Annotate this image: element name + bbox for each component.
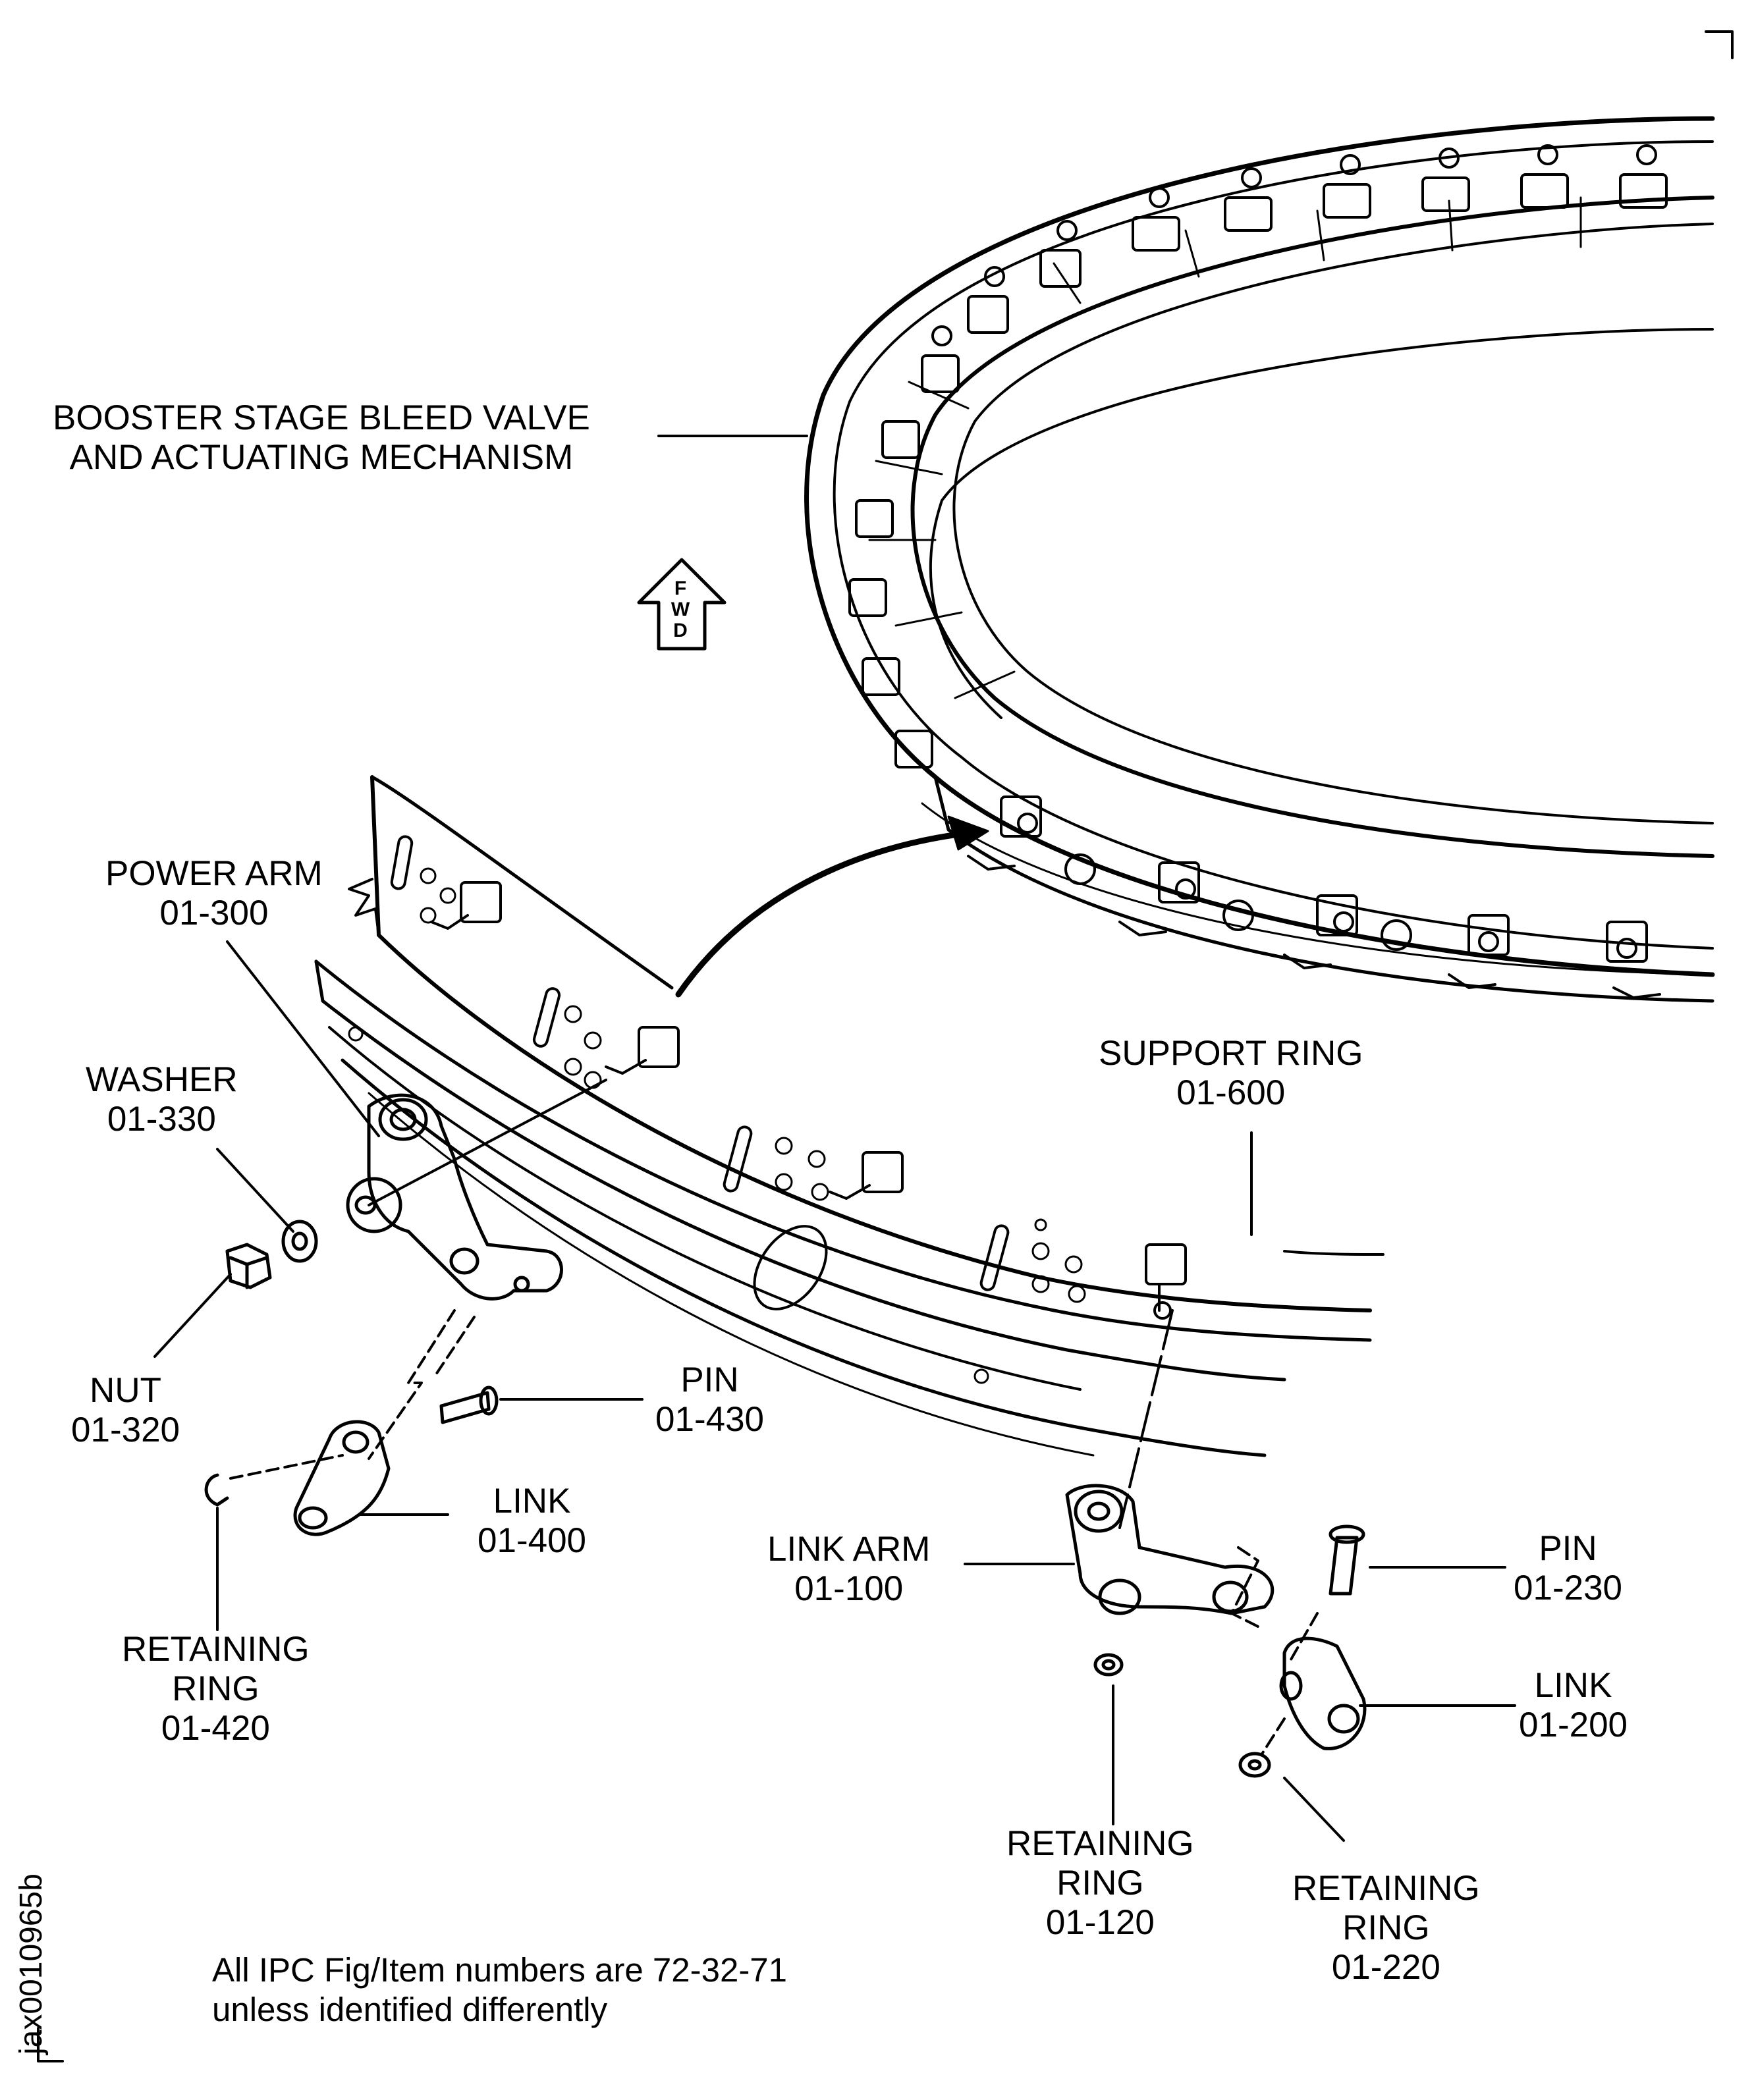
pin-430-part: [439, 1386, 499, 1424]
link-arm-part: [1065, 1484, 1274, 1615]
pin-230-part: [1329, 1524, 1365, 1596]
label-booster-stage-bleed-valve: BOOSTER STAGE BLEED VALVE AND ACTUATING …: [53, 398, 590, 477]
label-pin-01-430: PIN 01-430: [655, 1360, 765, 1439]
left-leaders: [153, 940, 644, 1631]
booster-ring-assembly: [804, 116, 1715, 1003]
retaining-ring-220-part: [1238, 1752, 1271, 1778]
fwd-label: F W D: [671, 578, 690, 641]
label-link-01-400: LINK 01-400: [478, 1482, 587, 1560]
label-retaining-ring-01-220: RETAINING RING 01-220: [1292, 1869, 1480, 1987]
right-leaders: [964, 1131, 1516, 1842]
corner-mark-top-right: [1705, 30, 1734, 59]
link-400-part: [293, 1420, 391, 1536]
detail-arrow: [675, 830, 972, 998]
support-ring-segment: [314, 775, 1384, 1457]
retaining-ring-420-part: [204, 1473, 229, 1507]
label-nut: NUT 01-320: [71, 1371, 180, 1449]
link-200-part: [1279, 1636, 1367, 1750]
figure-id: jax0010965b: [14, 1873, 49, 2055]
fwd-letter-w: W: [671, 599, 690, 620]
label-pin-01-230: PIN 01-230: [1514, 1529, 1623, 1607]
label-link-01-200: LINK 01-200: [1519, 1666, 1628, 1744]
corner-mark-bottom-left: [37, 2027, 64, 2062]
retaining-ring-120-part: [1093, 1653, 1124, 1677]
fwd-letter-d: D: [673, 620, 688, 641]
label-power-arm: POWER ARM 01-300: [105, 854, 323, 932]
label-washer: WASHER 01-330: [86, 1060, 238, 1139]
washer-part: [281, 1220, 318, 1263]
power-arm-part: [346, 1093, 563, 1301]
label-support-ring: SUPPORT RING 01-600: [1099, 1034, 1363, 1112]
ipc-note: All IPC Fig/Item numbers are 72-32-71 un…: [212, 1951, 788, 2028]
label-retaining-ring-01-420: RETAINING RING 01-420: [122, 1630, 310, 1748]
label-link-arm: LINK ARM 01-100: [767, 1530, 931, 1608]
label-retaining-ring-01-120: RETAINING RING 01-120: [1006, 1824, 1194, 1942]
fwd-arrow: [637, 558, 726, 651]
fwd-letter-f: F: [674, 578, 687, 599]
nut-part: [225, 1243, 272, 1289]
